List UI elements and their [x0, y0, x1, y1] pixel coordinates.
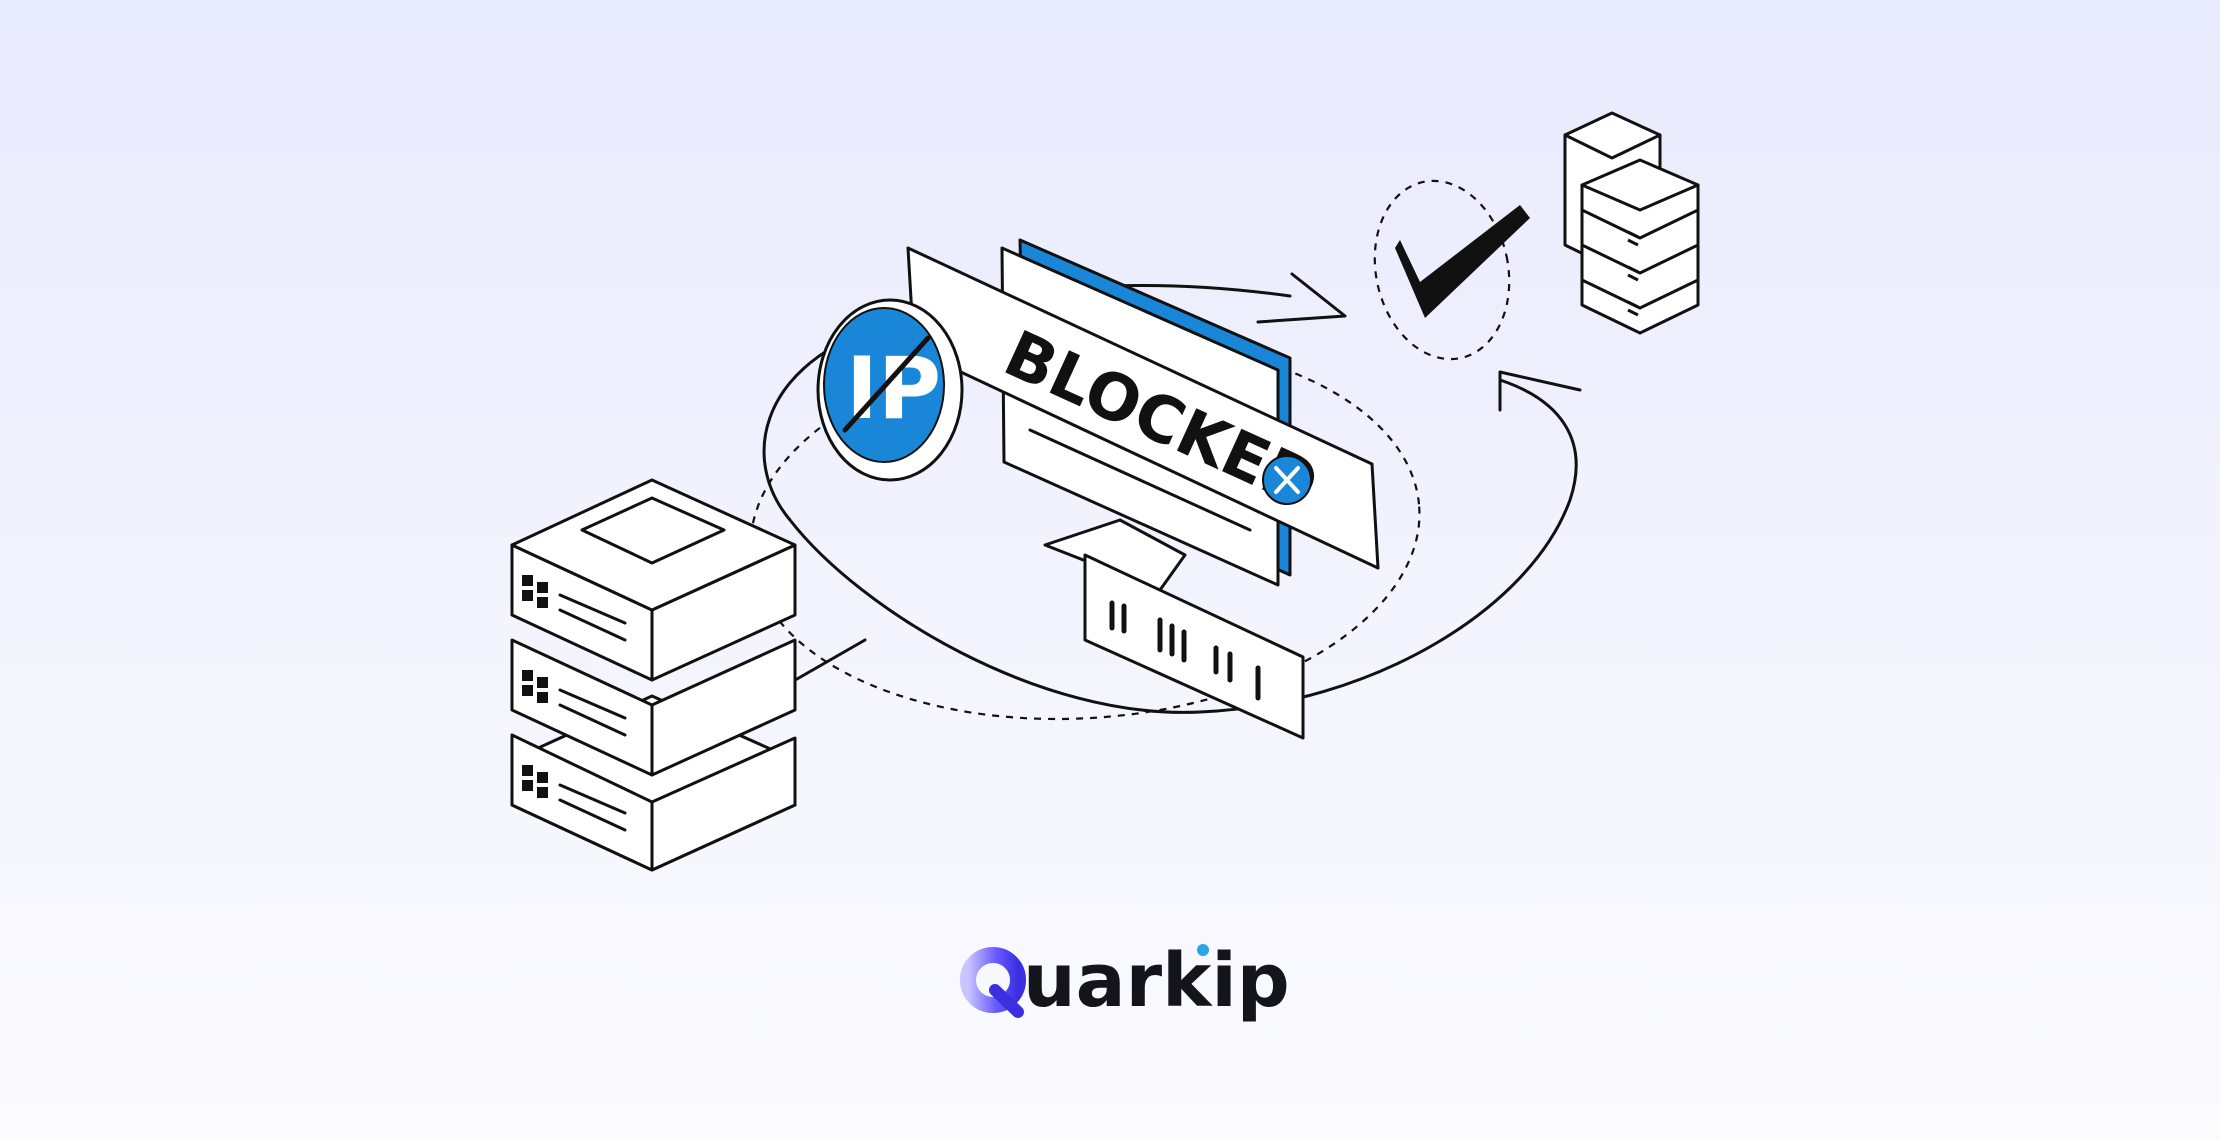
close-icon: [1262, 455, 1312, 505]
database-icon: [1563, 111, 1700, 335]
brand-rest: uarkip: [1023, 938, 1290, 1024]
ip-label: IP: [846, 339, 941, 439]
barcode-icon: [1083, 553, 1305, 740]
ip-blocked-icon: IP: [816, 298, 964, 482]
server-stack-icon: [510, 478, 867, 872]
checkmark-icon: [1373, 179, 1530, 361]
brand-logo: uarkip: [960, 938, 1290, 1024]
